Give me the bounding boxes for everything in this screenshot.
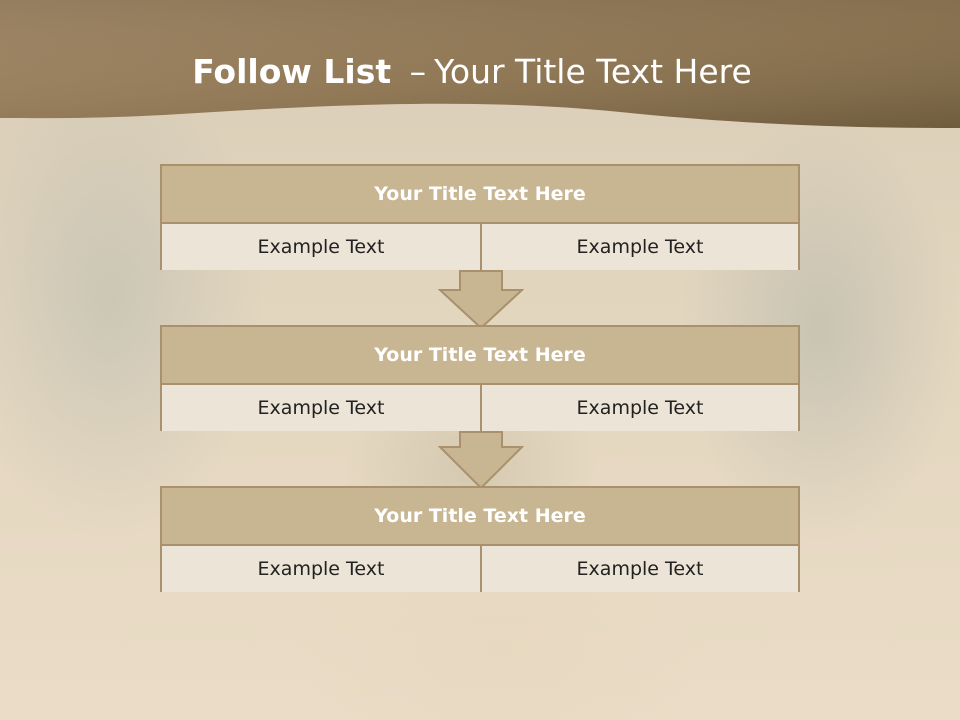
block-cell-left: Example Text: [162, 224, 482, 270]
block-title: Your Title Text Here: [162, 327, 798, 385]
list-block-2: Your Title Text Here Example Text Exampl…: [160, 325, 800, 431]
title-rest: Your Title Text Here: [434, 52, 752, 91]
slide-title: Follow List –Your Title Text Here: [0, 52, 944, 91]
list-block-3: Your Title Text Here Example Text Exampl…: [160, 486, 800, 592]
block-cell-right: Example Text: [482, 546, 798, 592]
down-arrow-icon: [438, 431, 524, 490]
down-arrow-icon: [438, 270, 524, 330]
block-title: Your Title Text Here: [162, 166, 798, 224]
title-bold: Follow List: [192, 52, 392, 91]
block-cell-right: Example Text: [482, 385, 798, 431]
title-dash: –: [409, 52, 427, 91]
block-cell-left: Example Text: [162, 546, 482, 592]
block-cell-left: Example Text: [162, 385, 482, 431]
block-title: Your Title Text Here: [162, 488, 798, 546]
block-cell-right: Example Text: [482, 224, 798, 270]
header-banner: [0, 0, 960, 128]
list-block-1: Your Title Text Here Example Text Exampl…: [160, 164, 800, 270]
